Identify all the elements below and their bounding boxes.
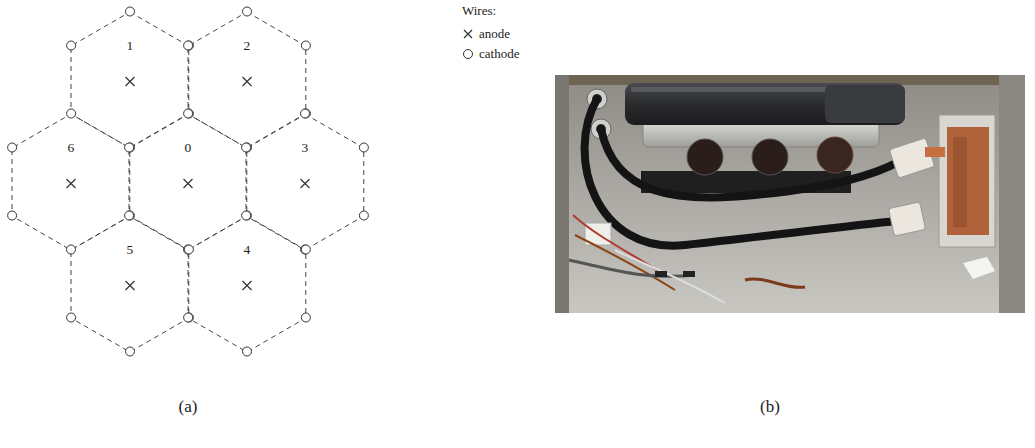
cathode-wire <box>301 245 310 254</box>
hex-cell: 3 <box>246 114 364 250</box>
anode-wire <box>301 179 310 188</box>
hex-outline <box>12 114 130 250</box>
cell-border <box>12 114 130 250</box>
cathode-wire <box>184 245 193 254</box>
copper-plate <box>947 127 989 235</box>
hex-cell: 0 <box>129 114 247 250</box>
hex-outline <box>188 216 306 352</box>
legend-text: anode <box>479 26 510 42</box>
housing-wall <box>555 75 569 313</box>
mount-frame <box>939 115 995 247</box>
signal-cable <box>585 99 897 246</box>
cathode-wire <box>126 347 135 356</box>
cell-border <box>71 216 189 352</box>
anode-wire <box>184 179 193 188</box>
hex-cell: 6 <box>12 114 130 250</box>
plug <box>683 271 695 277</box>
legend-heading: Wires: <box>462 4 496 18</box>
cell-border <box>71 12 189 148</box>
legend-entry: anode <box>462 24 519 44</box>
anode-wire <box>243 281 252 290</box>
cell-border <box>246 114 364 250</box>
detector-photo <box>555 75 1025 313</box>
cell-number: 5 <box>71 243 189 257</box>
anode-symbol <box>464 30 472 38</box>
cathode-wire <box>243 143 252 152</box>
panel-label: (b) <box>760 398 780 417</box>
hex-outline <box>71 12 189 148</box>
legend-text: cathode <box>479 46 519 62</box>
hex-outline <box>71 216 189 352</box>
cathode-wire <box>184 41 193 50</box>
signal-cable <box>601 129 900 198</box>
detector-cylinder <box>625 83 905 125</box>
hex-cell: 1 <box>71 12 189 148</box>
copper-plate <box>953 137 967 227</box>
plug <box>655 271 667 277</box>
legend: anode cathode <box>462 24 519 64</box>
cell-border <box>188 216 306 352</box>
hex-outline <box>129 114 247 250</box>
cell-number: 4 <box>188 243 306 257</box>
cathode-wire <box>126 143 135 152</box>
anode-wire <box>126 281 135 290</box>
cathode-wire <box>359 143 368 152</box>
connector <box>889 138 934 178</box>
legend-entry: cathode <box>462 44 519 64</box>
cell-border <box>188 12 306 148</box>
hex-outline <box>188 12 306 148</box>
wire <box>575 235 675 290</box>
wire <box>745 279 805 287</box>
anode-wire <box>67 179 76 188</box>
support-disc <box>752 139 788 175</box>
cell-border <box>129 114 247 250</box>
cathode-symbol <box>464 50 473 59</box>
support-disc <box>817 137 853 173</box>
tissue <box>963 257 995 279</box>
panel-label: (a) <box>179 398 198 417</box>
cathode-symbol <box>462 48 474 60</box>
housing-floor <box>555 75 1025 313</box>
anode-wire <box>126 77 135 86</box>
connector <box>888 202 925 236</box>
wire <box>569 260 695 276</box>
hex-outline <box>246 114 364 250</box>
cell-number: 3 <box>246 141 364 155</box>
anode-symbol <box>462 28 474 40</box>
cathode-wire <box>243 347 252 356</box>
cell-number: 0 <box>129 141 247 155</box>
cell-number: 1 <box>71 39 189 53</box>
cell-number: 6 <box>12 141 130 155</box>
housing-wall <box>999 75 1025 313</box>
hex-cell: 2 <box>188 12 306 148</box>
hex-cell: 5 <box>71 216 189 352</box>
hex-cell: 4 <box>188 216 306 352</box>
copper-braid <box>925 147 945 157</box>
cathode-wire <box>301 41 310 50</box>
support-disc <box>687 139 723 175</box>
cylinder-end <box>825 85 905 123</box>
anode-wire <box>243 77 252 86</box>
wire <box>615 250 725 303</box>
cell-number: 2 <box>188 39 306 53</box>
